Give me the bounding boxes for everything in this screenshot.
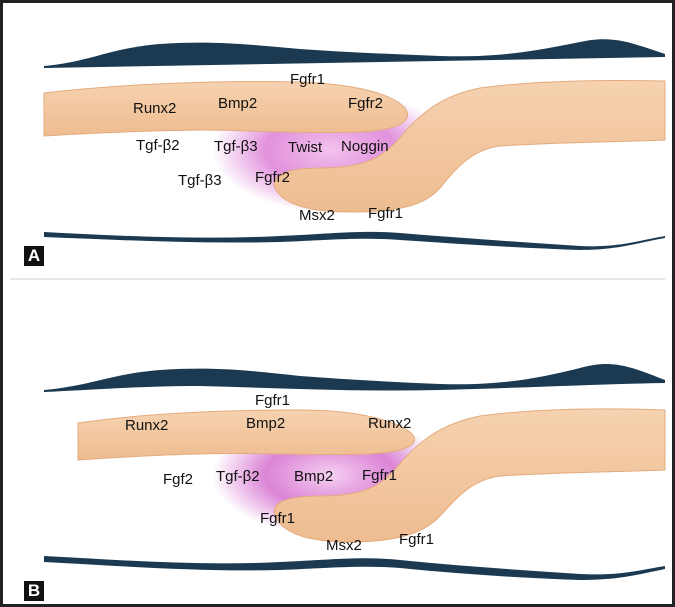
gene-label-b-fgfr1-low: Fgfr1 [260,511,295,526]
gene-label-a-fgfr1-low: Fgfr1 [368,206,403,221]
panel-label-b: B [24,581,44,601]
gene-label-a-fgfr2-low: Fgfr2 [255,170,290,185]
gene-label-b-runx2-left: Runx2 [125,418,168,433]
gene-label-b-fgf2: Fgf2 [163,472,193,487]
gene-label-a-fgfr2-top: Fgfr2 [348,96,383,111]
gene-label-b-bmp2-top: Bmp2 [246,416,285,431]
gene-label-a-tgfb3-low: Tgf-β3 [178,173,222,188]
gene-label-b-fgfr1-bottom: Fgfr1 [399,532,434,547]
gene-label-a-tgfb2: Tgf-β2 [136,138,180,153]
gene-label-b-tgfb2: Tgf-β2 [216,469,260,484]
gene-label-b-runx2-right: Runx2 [368,416,411,431]
gene-label-b-bmp2-mid: Bmp2 [294,469,333,484]
gene-label-a-twist: Twist [288,140,322,155]
gene-label-b-fgfr1-top: Fgfr1 [255,393,290,408]
gene-label-a-tgfb3-mid: Tgf-β3 [214,139,258,154]
gene-label-a-fgfr1-top: Fgfr1 [290,72,325,87]
gene-label-b-fgfr1-mid: Fgfr1 [362,468,397,483]
panel-label-a: A [24,246,44,266]
gene-label-a-bmp2: Bmp2 [218,96,257,111]
gene-label-a-runx2: Runx2 [133,101,176,116]
gene-label-a-noggin: Noggin [341,139,389,154]
gene-label-a-msx2: Msx2 [299,208,335,223]
gene-label-b-msx2: Msx2 [326,538,362,553]
